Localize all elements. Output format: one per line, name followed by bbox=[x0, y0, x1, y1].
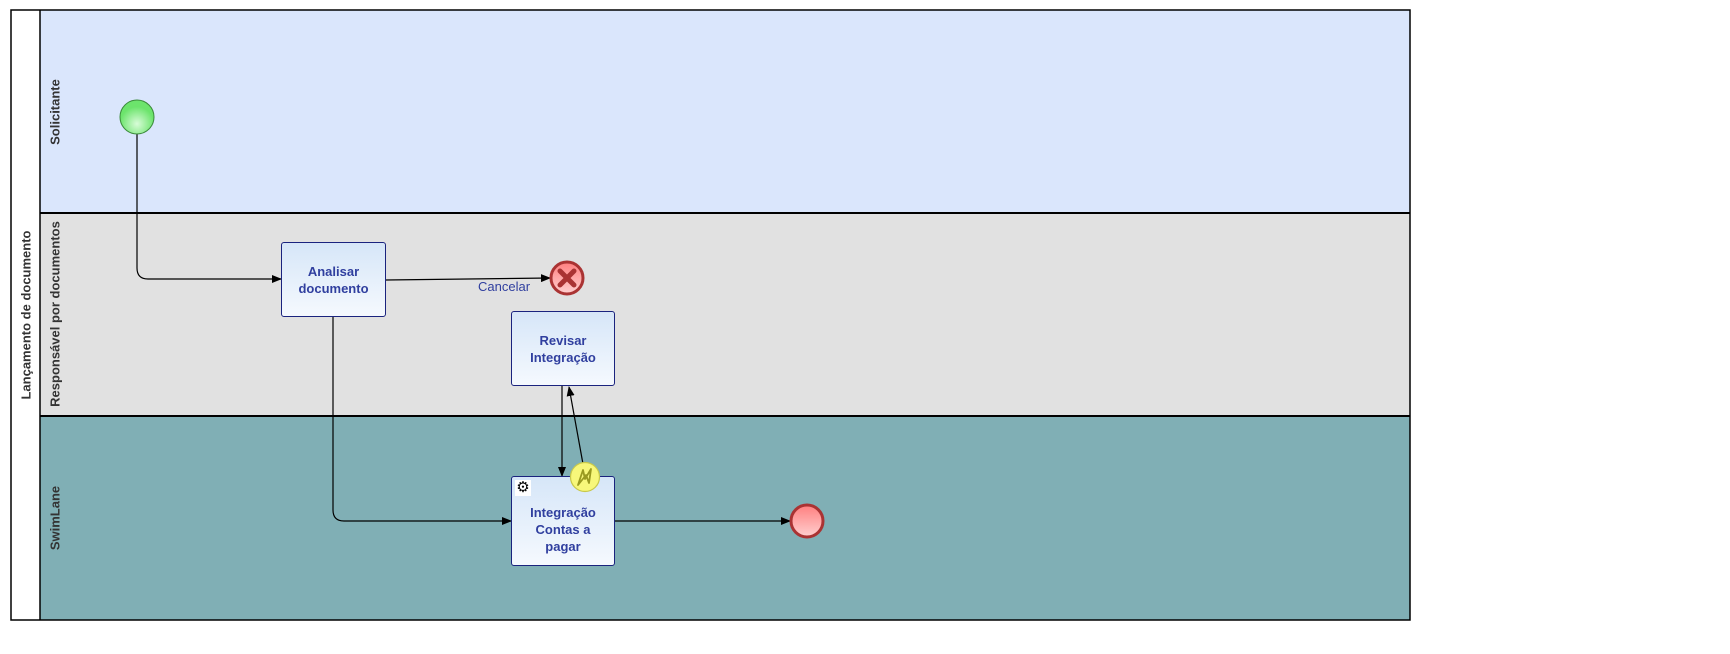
lane-label-responsavel: Responsável por documentos bbox=[47, 221, 63, 407]
task-label: Analisar documento bbox=[298, 263, 369, 296]
cancel-flow-label: Cancelar bbox=[478, 279, 531, 294]
boundary-event[interactable] bbox=[569, 461, 601, 493]
lane-label-swimlane: SwimLane bbox=[47, 485, 63, 551]
cancel-end-event[interactable] bbox=[549, 260, 585, 296]
lane-responsavel bbox=[40, 213, 1410, 416]
start-event[interactable] bbox=[119, 99, 155, 135]
task-label: Integração Contas a pagar bbox=[530, 504, 596, 554]
end-event[interactable] bbox=[789, 503, 825, 539]
lane-label-solicitante: Solicitante bbox=[47, 79, 63, 145]
lane-solicitante bbox=[40, 10, 1410, 213]
task-analisar-documento[interactable]: Analisar documento bbox=[281, 242, 386, 317]
flow-start-analisar[interactable] bbox=[136, 134, 282, 283]
pool-title: Lançamento de documento bbox=[18, 230, 34, 400]
x-icon bbox=[557, 268, 577, 288]
gear-icon: ⚙ bbox=[515, 479, 531, 496]
task-revisar-integracao[interactable]: Revisar Integração bbox=[511, 311, 615, 386]
task-label: Revisar Integração bbox=[530, 332, 596, 365]
lane-swimlane bbox=[40, 416, 1410, 620]
pool-border bbox=[10, 9, 1411, 621]
flow-boundary-revisar[interactable] bbox=[566, 386, 584, 465]
flow-analisar-cancel[interactable] bbox=[385, 274, 551, 283]
flow-analisar-integracao[interactable] bbox=[332, 317, 512, 525]
signal-lightning-icon bbox=[577, 468, 592, 486]
